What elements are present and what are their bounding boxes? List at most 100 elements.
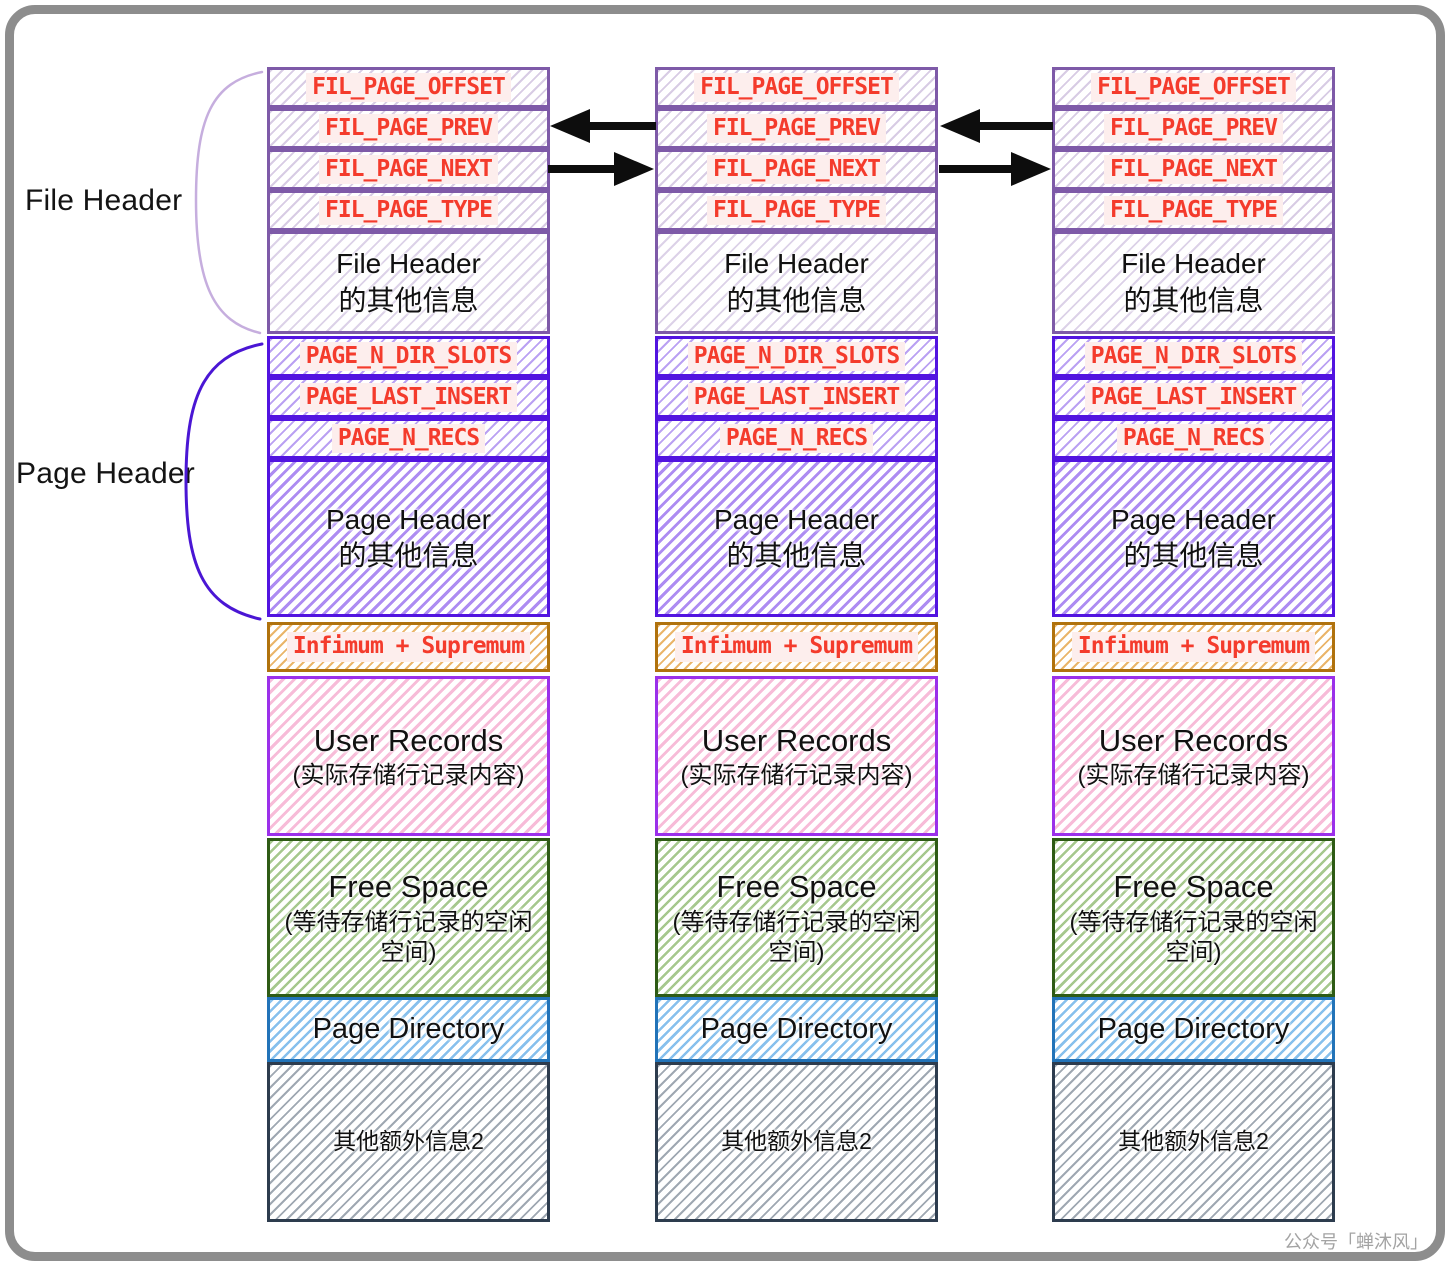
page-header-section-label: Page Header — [16, 457, 195, 490]
extra-info-label: 其他额外信息2 — [1118, 1128, 1269, 1155]
next-pointer-arrow-2 — [939, 152, 1051, 186]
user-records-subtitle: (实际存储行记录内容) — [680, 762, 913, 790]
page-n-dir-slots-label: PAGE_N_DIR_SLOTS — [299, 341, 518, 372]
page-directory-label: Page Directory — [1097, 1012, 1290, 1045]
page-n-dir-slots-row: PAGE_N_DIR_SLOTS — [655, 336, 938, 377]
fil-page-offset-row: FIL_PAGE_OFFSET — [1052, 67, 1335, 108]
next-pointer-arrow-1 — [548, 152, 654, 186]
user-records-subtitle: (实际存储行记录内容) — [292, 762, 525, 790]
page-n-recs-label: PAGE_N_RECS — [331, 423, 486, 454]
file-header-other-line1: File Header — [1121, 248, 1266, 280]
page-last-insert-label: PAGE_LAST_INSERT — [299, 382, 518, 413]
page-header-other-line2: 的其他信息 — [338, 540, 479, 571]
page-n-dir-slots-label: PAGE_N_DIR_SLOTS — [1084, 341, 1303, 372]
file-header-other-line1: File Header — [724, 248, 869, 280]
page-n-recs-row: PAGE_N_RECS — [655, 418, 938, 459]
user-records-title: User Records — [313, 722, 504, 758]
user-records-box: User Records (实际存储行记录内容) — [655, 676, 938, 836]
page-last-insert-row: PAGE_LAST_INSERT — [1052, 377, 1335, 418]
file-header-other-line2: 的其他信息 — [1123, 284, 1264, 316]
file-header-other-line2: 的其他信息 — [338, 284, 479, 316]
file-header-other-info-box: File Header 的其他信息 — [655, 231, 938, 334]
page-n-recs-label: PAGE_N_RECS — [719, 423, 874, 454]
page-n-dir-slots-row: PAGE_N_DIR_SLOTS — [1052, 336, 1335, 377]
file-header-other-info-box: File Header 的其他信息 — [1052, 231, 1335, 334]
fil-page-offset-row: FIL_PAGE_OFFSET — [267, 67, 550, 108]
fil-page-type-label: FIL_PAGE_TYPE — [318, 195, 498, 226]
user-records-subtitle: (实际存储行记录内容) — [1077, 762, 1310, 790]
watermark: 公众号「蝉沐风」 — [1284, 1232, 1428, 1252]
page-directory-box: Page Directory — [267, 997, 550, 1062]
page-n-dir-slots-label: PAGE_N_DIR_SLOTS — [687, 341, 906, 372]
extra-info-box: 其他额外信息2 — [267, 1062, 550, 1222]
fil-page-offset-row: FIL_PAGE_OFFSET — [655, 67, 938, 108]
page-header-other-line1: Page Header — [713, 503, 879, 535]
free-space-box: Free Space (等待存储行记录的空闲 空间) — [655, 838, 938, 997]
page-last-insert-label: PAGE_LAST_INSERT — [1084, 382, 1303, 413]
file-header-other-line2: 的其他信息 — [726, 284, 867, 316]
free-space-box: Free Space (等待存储行记录的空闲 空间) — [1052, 838, 1335, 997]
file-header-other-info-box: File Header 的其他信息 — [267, 231, 550, 334]
page-n-recs-row: PAGE_N_RECS — [1052, 418, 1335, 459]
free-space-subtitle-line2: 空间) — [768, 938, 825, 966]
infimum-supremum-row: Infimum + Supremum — [655, 622, 938, 672]
user-records-box: User Records (实际存储行记录内容) — [267, 676, 550, 836]
infimum-supremum-label: Infimum + Supremum — [286, 632, 531, 662]
user-records-title: User Records — [701, 722, 892, 758]
page-header-other-info-box: Page Header 的其他信息 — [267, 459, 550, 617]
free-space-title: Free Space — [1113, 869, 1274, 905]
fil-page-offset-label: FIL_PAGE_OFFSET — [306, 72, 511, 103]
fil-page-prev-label: FIL_PAGE_PREV — [1103, 113, 1283, 144]
extra-info-label: 其他额外信息2 — [721, 1128, 872, 1155]
infimum-supremum-label: Infimum + Supremum — [674, 632, 919, 662]
file-header-section-label: File Header — [25, 184, 183, 217]
fil-page-next-row: FIL_PAGE_NEXT — [1052, 149, 1335, 190]
page-header-other-line1: Page Header — [325, 503, 491, 535]
free-space-subtitle-line2: 空间) — [1165, 938, 1222, 966]
page-column-3: FIL_PAGE_OFFSET FIL_PAGE_PREV FIL_PAGE_N… — [1052, 67, 1335, 1222]
page-directory-box: Page Directory — [655, 997, 938, 1062]
free-space-subtitle-line1: (等待存储行记录的空闲 — [1069, 908, 1318, 936]
extra-info-box: 其他额外信息2 — [655, 1062, 938, 1222]
prev-pointer-arrow-2 — [940, 109, 1053, 143]
page-directory-box: Page Directory — [1052, 997, 1335, 1062]
page-last-insert-row: PAGE_LAST_INSERT — [655, 377, 938, 418]
fil-page-next-label: FIL_PAGE_NEXT — [318, 154, 498, 185]
free-space-title: Free Space — [716, 869, 877, 905]
page-directory-label: Page Directory — [700, 1012, 893, 1045]
free-space-title: Free Space — [328, 869, 489, 905]
fil-page-next-row: FIL_PAGE_NEXT — [267, 149, 550, 190]
page-last-insert-label: PAGE_LAST_INSERT — [687, 382, 906, 413]
fil-page-prev-row: FIL_PAGE_PREV — [267, 108, 550, 149]
prev-pointer-arrow-1 — [550, 109, 656, 143]
fil-page-prev-label: FIL_PAGE_PREV — [318, 113, 498, 144]
fil-page-type-row: FIL_PAGE_TYPE — [1052, 190, 1335, 231]
page-header-brace — [184, 342, 264, 621]
user-records-title: User Records — [1098, 722, 1289, 758]
page-header-other-line2: 的其他信息 — [1123, 540, 1264, 571]
infimum-supremum-row: Infimum + Supremum — [267, 622, 550, 672]
extra-info-box: 其他额外信息2 — [1052, 1062, 1335, 1222]
fil-page-type-label: FIL_PAGE_TYPE — [706, 195, 886, 226]
page-n-dir-slots-row: PAGE_N_DIR_SLOTS — [267, 336, 550, 377]
fil-page-next-label: FIL_PAGE_NEXT — [1103, 154, 1283, 185]
fil-page-next-row: FIL_PAGE_NEXT — [655, 149, 938, 190]
fil-page-next-label: FIL_PAGE_NEXT — [706, 154, 886, 185]
fil-page-offset-label: FIL_PAGE_OFFSET — [1091, 72, 1296, 103]
free-space-subtitle-line1: (等待存储行记录的空闲 — [672, 908, 921, 936]
infimum-supremum-row: Infimum + Supremum — [1052, 622, 1335, 672]
fil-page-type-label: FIL_PAGE_TYPE — [1103, 195, 1283, 226]
infimum-supremum-label: Infimum + Supremum — [1071, 632, 1316, 662]
page-header-other-line2: 的其他信息 — [726, 540, 867, 571]
page-column-1: FIL_PAGE_OFFSET FIL_PAGE_PREV FIL_PAGE_N… — [267, 67, 550, 1222]
page-n-recs-label: PAGE_N_RECS — [1116, 423, 1271, 454]
fil-page-prev-row: FIL_PAGE_PREV — [1052, 108, 1335, 149]
page-directory-label: Page Directory — [312, 1012, 505, 1045]
page-header-other-line1: Page Header — [1110, 503, 1276, 535]
page-header-other-info-box: Page Header 的其他信息 — [655, 459, 938, 617]
page-header-other-info-box: Page Header 的其他信息 — [1052, 459, 1335, 617]
fil-page-type-row: FIL_PAGE_TYPE — [655, 190, 938, 231]
file-header-brace — [194, 70, 264, 335]
extra-info-label: 其他额外信息2 — [333, 1128, 484, 1155]
